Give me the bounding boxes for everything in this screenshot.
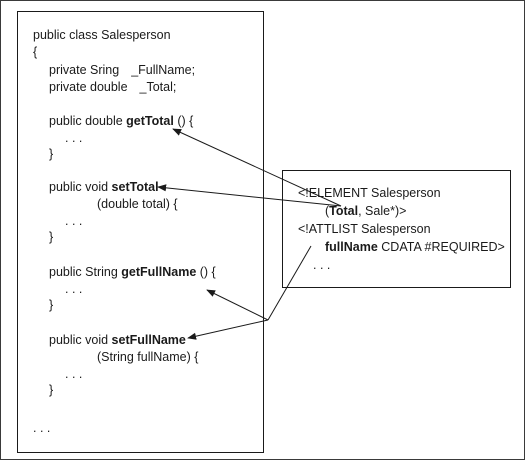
dtd-content-open-paren: ( xyxy=(325,204,330,218)
class-open-brace: { xyxy=(33,45,38,59)
dtd-content-rest: , Sale*)> xyxy=(358,204,407,218)
getfullname-body-ellipsis: . . . xyxy=(65,282,83,296)
gettotal-body-ellipsis: . . . xyxy=(65,131,83,145)
method-setfullname: public void setFullName xyxy=(49,333,186,347)
dtd-ellipsis: . . . xyxy=(313,258,331,272)
getfullname-close-brace: } xyxy=(49,298,54,312)
setfullname-params: (String fullName) { xyxy=(97,350,199,364)
dtd-element-declaration: <!ELEMENT Salesperson xyxy=(298,186,441,200)
java-class-box xyxy=(17,11,264,453)
setfullname-body-ellipsis: . . . xyxy=(65,367,83,381)
field-fullname-name: _FullName; xyxy=(131,63,196,77)
dtd-attribute-definition: fullName CDATA #REQUIRED> xyxy=(325,240,505,254)
setfullname-close-brace: } xyxy=(49,383,54,397)
gettotal-signature-prefix: public double xyxy=(49,114,127,128)
setfullname-method-name: setFullName xyxy=(111,333,186,347)
method-gettotal: public double getTotal () { xyxy=(49,114,193,128)
settotal-close-brace: } xyxy=(49,230,54,244)
getfullname-signature-suffix: () { xyxy=(196,265,216,279)
dtd-attr-fullname: fullName xyxy=(325,240,378,254)
field-fullname: private Sring _FullName; xyxy=(49,63,195,77)
dtd-content-total: Total xyxy=(329,204,359,218)
gettotal-close-brace: } xyxy=(49,147,54,161)
class-trailing-ellipsis: . . . xyxy=(33,421,51,435)
dtd-attlist-declaration: <!ATTLIST Salesperson xyxy=(298,222,431,236)
getfullname-method-name: getFullName xyxy=(121,265,197,279)
getfullname-signature-prefix: public String xyxy=(49,265,122,279)
settotal-method-name: setTotal xyxy=(111,180,159,194)
gettotal-method-name: getTotal xyxy=(126,114,174,128)
dtd-attr-rest: CDATA #REQUIRED> xyxy=(377,240,505,254)
dtd-box xyxy=(282,170,511,288)
setfullname-signature-prefix: public void xyxy=(49,333,112,347)
dtd-content-model: (Total, Sale*)> xyxy=(325,204,406,218)
gettotal-signature-suffix: () { xyxy=(173,114,194,128)
method-getfullname: public String getFullName () { xyxy=(49,265,216,279)
method-settotal: public void setTotal xyxy=(49,180,159,194)
field-fullname-type: private Sring xyxy=(49,63,120,77)
settotal-signature-prefix: public void xyxy=(49,180,112,194)
settotal-body-ellipsis: . . . xyxy=(65,214,83,228)
settotal-params: (double total) { xyxy=(97,197,178,211)
field-total: private double _Total; xyxy=(49,80,176,94)
class-declaration: public class Salesperson xyxy=(33,28,171,42)
field-total-type: private double xyxy=(49,80,128,94)
field-total-name: _Total; xyxy=(139,80,177,94)
